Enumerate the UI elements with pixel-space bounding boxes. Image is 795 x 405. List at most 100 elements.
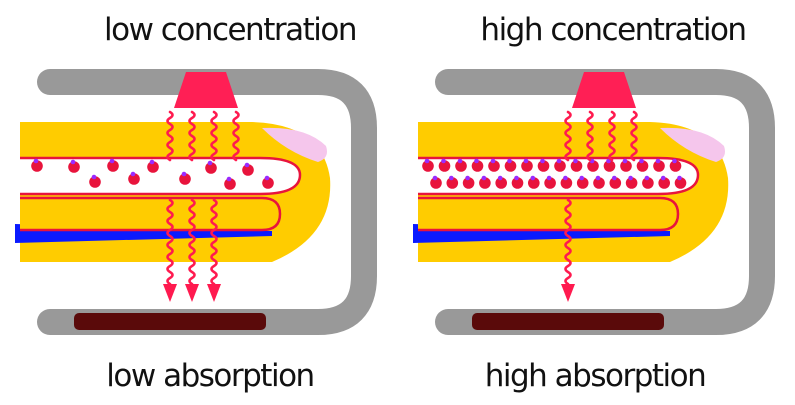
hemoglobin-cell	[593, 177, 605, 189]
light-detector	[472, 313, 664, 330]
oxygen-dot	[655, 158, 661, 164]
hemoglobin-cell	[495, 177, 508, 189]
hemoglobin-cell	[430, 177, 442, 189]
hemoglobin-cell	[205, 162, 217, 174]
oxygen-dot	[33, 158, 39, 164]
oxygen-dot	[622, 158, 628, 164]
hemoglobin-cell	[642, 177, 654, 189]
oxygen-dot	[660, 175, 666, 181]
oxygen-dot	[91, 174, 97, 180]
oxygen-dot	[449, 175, 454, 181]
hemoglobin-cells	[422, 158, 687, 189]
oxygen-dot	[639, 158, 644, 164]
sensor-clip	[435, 69, 775, 335]
hemoglobin-cell	[488, 160, 500, 172]
oxygen-dot	[481, 175, 487, 181]
fingernail	[262, 127, 327, 162]
light-rays	[166, 110, 240, 286]
light-rays	[564, 110, 638, 286]
oxygen-dot	[563, 175, 568, 181]
hemoglobin-cell	[68, 161, 80, 173]
oxygen-dot	[457, 158, 463, 164]
hemoglobin-cell	[570, 160, 583, 172]
incoming-light-ray	[586, 110, 594, 162]
hemoglobin-cell	[653, 160, 665, 172]
hemoglobin-cell	[609, 177, 622, 189]
incoming-light-ray	[210, 110, 218, 162]
sensor-clip	[37, 69, 377, 335]
arrow-head-icon	[185, 284, 199, 302]
incoming-light-ray	[166, 110, 174, 162]
incoming-light-ray	[232, 110, 240, 162]
transmitted-light-ray	[166, 198, 174, 286]
hemoglobin-cell	[554, 160, 566, 172]
oxygen-dot	[207, 160, 213, 166]
oxygen-dot	[677, 175, 682, 181]
hemoglobin-cell	[89, 176, 101, 188]
hemoglobin-cell	[603, 160, 616, 172]
hemoglobin-cell	[446, 177, 459, 189]
low-concentration-label: low concentration	[104, 12, 358, 48]
oxygen-dot	[441, 158, 446, 164]
hemoglobin-cell	[422, 160, 434, 172]
high-concentration-label: high concentration	[480, 12, 747, 48]
hemoglobin-cell	[636, 160, 649, 172]
hemoglobin-cell	[224, 178, 236, 190]
transmitted-light-ray	[210, 198, 218, 286]
incoming-light-ray	[188, 110, 196, 162]
light-detector	[74, 313, 266, 330]
light-emitter	[174, 72, 238, 108]
hemoglobin-cell	[107, 160, 119, 172]
oxygen-dot	[546, 175, 552, 181]
hemoglobin-cell	[31, 160, 43, 172]
oxygen-dot	[628, 175, 633, 181]
oxygen-dot	[540, 158, 545, 164]
transmitted-light-ray	[188, 198, 196, 286]
oxygen-dot	[244, 162, 250, 168]
arrow-head-icon	[163, 284, 177, 302]
oxygen-dot	[226, 176, 232, 182]
hemoglobin-cell	[179, 173, 191, 185]
hemoglobin-cell	[479, 177, 491, 189]
high-absorption-label: high absorption	[484, 358, 707, 394]
oxygen-dot	[523, 158, 529, 164]
oxygen-dot	[181, 171, 187, 177]
oxygen-dot	[595, 175, 601, 181]
arrow-head-icon	[207, 284, 221, 302]
oxygen-dot	[490, 158, 496, 164]
hemoglobin-cell	[128, 173, 140, 185]
hemoglobin-cell	[537, 160, 550, 172]
hemoglobin-cell	[462, 177, 475, 189]
fingernail	[660, 127, 725, 162]
hemoglobin-cell	[620, 160, 632, 172]
hemoglobin-cell	[147, 161, 159, 173]
oxygen-dot	[130, 171, 136, 177]
hemoglobin-cell	[544, 177, 556, 189]
oxygen-dot	[579, 175, 584, 181]
hemoglobin-cell	[521, 160, 533, 172]
artery-upper	[20, 156, 302, 196]
hemoglobin-cell	[438, 160, 451, 172]
arrow-head-icon	[561, 284, 575, 302]
incoming-light-ray	[630, 110, 638, 162]
oxygen-dot	[514, 175, 519, 181]
high-concentration-panel	[413, 69, 775, 335]
oxygen-dot	[149, 159, 155, 165]
hemoglobin-cell	[528, 177, 540, 189]
hemoglobin-cell	[511, 177, 524, 189]
artery-lower	[418, 196, 680, 232]
hemoglobin-cells	[31, 158, 274, 190]
oxygen-dot	[507, 158, 512, 164]
hemoglobin-cell	[471, 160, 484, 172]
transmitted-light-ray	[564, 198, 572, 286]
hemoglobin-cell	[504, 160, 517, 172]
incoming-light-ray	[564, 110, 572, 162]
hemoglobin-cell	[576, 177, 589, 189]
oxygen-dot	[672, 158, 677, 164]
oxygen-dot	[432, 175, 438, 181]
oxygen-dot	[612, 175, 617, 181]
oxygen-dot	[573, 158, 578, 164]
hemoglobin-cell	[560, 177, 573, 189]
